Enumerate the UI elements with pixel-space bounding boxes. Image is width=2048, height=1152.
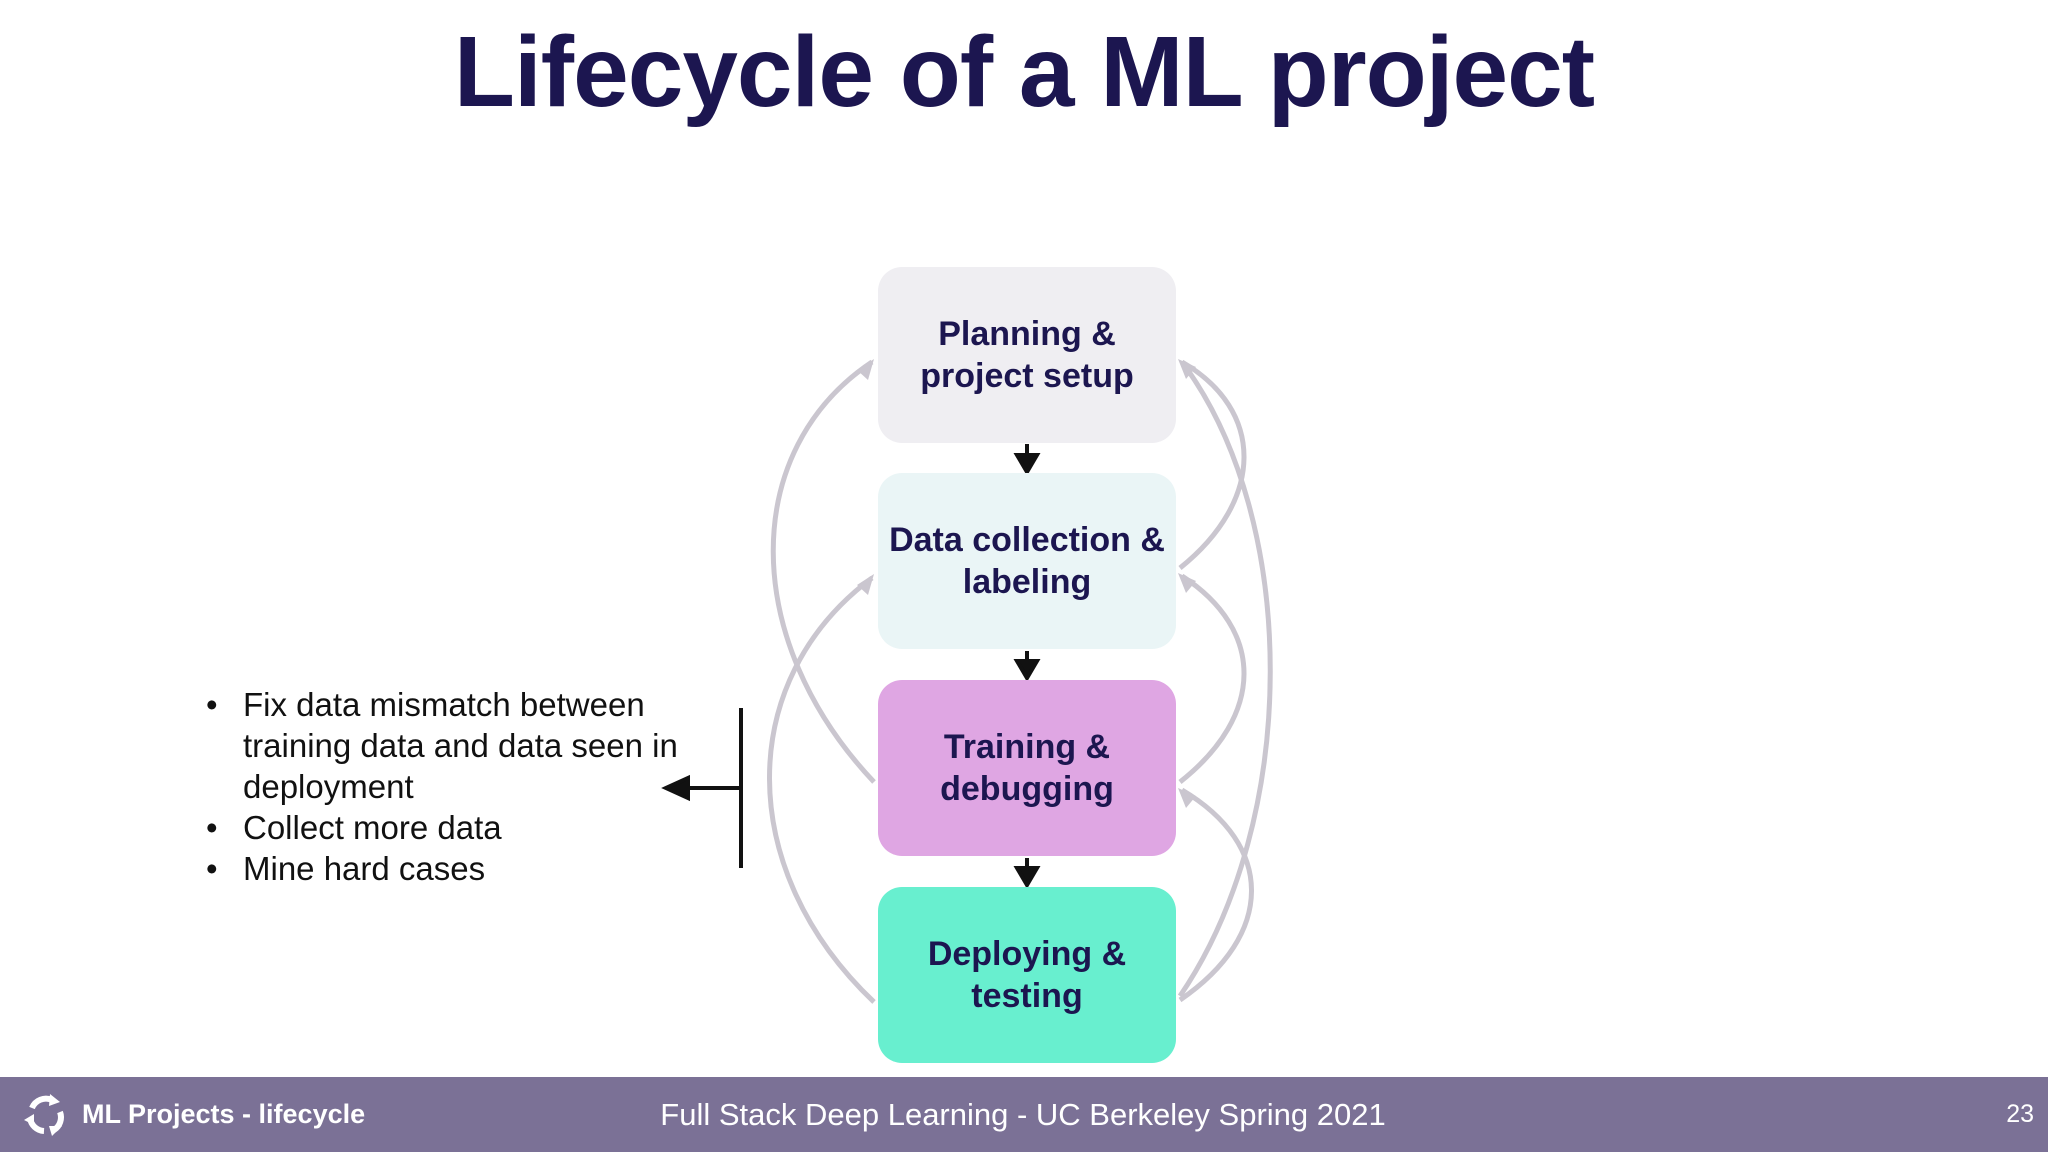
arrowhead-left-planning xyxy=(857,359,874,380)
forward-arrows xyxy=(1013,444,1041,889)
stage-planning-label: Planning & project setup xyxy=(920,315,1134,395)
arrow-training-to-data xyxy=(1178,573,1247,784)
stage-deploying-label: Deploying & testing xyxy=(927,935,1127,1015)
page-number: 23 xyxy=(2006,1100,2034,1128)
bullet-item: Fix data mismatch between training data … xyxy=(206,684,686,807)
cycle-arrows-icon xyxy=(24,1094,64,1136)
arrowhead-right-data xyxy=(1178,573,1196,593)
feedback-arrows-right xyxy=(1177,359,1273,1003)
stage-deploying: Deploying & testing xyxy=(878,887,1176,1063)
bullet-list: Fix data mismatch between training data … xyxy=(206,684,686,889)
footer-section-title: ML Projects - lifecycle xyxy=(82,1099,366,1129)
footer-course-title: Full Stack Deep Learning - UC Berkeley S… xyxy=(660,1097,1386,1132)
bullet-item: Mine hard cases xyxy=(206,848,686,889)
stage-data-collection: Data collection & labeling xyxy=(878,473,1176,649)
arrowhead-left-data xyxy=(857,574,874,595)
arrowhead-right-training xyxy=(1178,788,1196,808)
stage-planning: Planning & project setup xyxy=(878,267,1176,443)
arrow-data-to-planning xyxy=(1178,359,1247,570)
stage-training: Training & debugging xyxy=(878,680,1176,856)
arrow-deploy-to-training xyxy=(1178,787,1254,1003)
stage-data-collection-label: Data collection & labeling xyxy=(889,521,1165,601)
feedback-arrowheads xyxy=(857,359,1196,808)
arrow-training-to-planning xyxy=(770,359,876,784)
stage-training-label: Training & debugging xyxy=(940,728,1114,808)
bullet-item: Collect more data xyxy=(206,807,686,848)
arrow-deploy-to-data xyxy=(767,575,876,1004)
slide-title: Lifecycle of a ML project xyxy=(453,16,1595,128)
footer-bar: ML Projects - lifecycle Full Stack Deep … xyxy=(0,1077,2048,1152)
arrowhead-right-planning xyxy=(1178,359,1196,379)
arrow-deploy-to-planning xyxy=(1177,360,1273,998)
feedback-arrows-left xyxy=(767,359,876,1004)
